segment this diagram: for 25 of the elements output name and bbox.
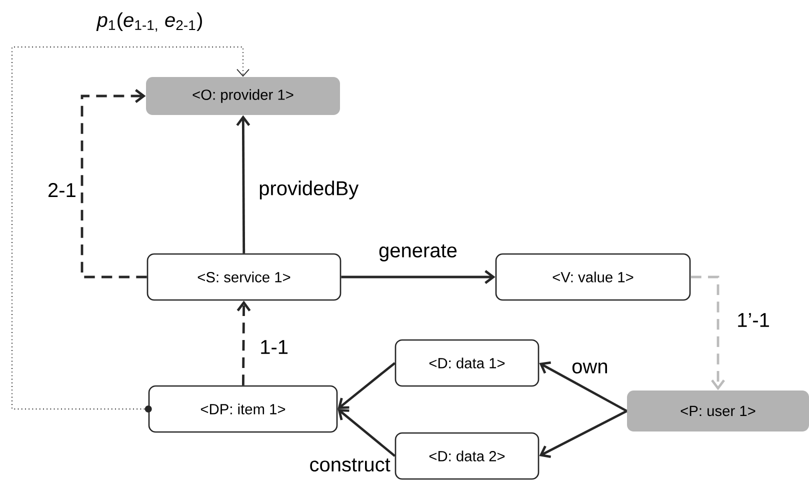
arrow — [539, 410, 628, 458]
entity-box: <V: value 1> — [495, 253, 691, 301]
highlighted-box: <P: user 1> — [627, 390, 809, 432]
edge-label: generate — [379, 244, 457, 262]
arrow — [236, 300, 251, 386]
arrow — [12, 46, 250, 412]
arrow — [338, 362, 396, 409]
arrow — [236, 115, 250, 254]
highlighted-box: <O: provider 1> — [146, 77, 340, 115]
arrow — [80, 89, 147, 278]
edge-label: own — [572, 362, 607, 374]
edge-label: providedBy — [260, 180, 359, 200]
edge-label: 1’-1 — [738, 313, 769, 327]
arrow — [690, 276, 725, 390]
edge-label: 2-1 — [48, 183, 76, 197]
entity-box: <S: service 1> — [146, 253, 342, 301]
arrow — [341, 270, 496, 284]
edge-label: construct — [310, 458, 390, 472]
entity-box: <D: data 2> — [394, 432, 540, 480]
edge-label: p$_{1}$(e$_{1-1,}$ e$_{2-1}$) — [96, 12, 202, 32]
arrow — [338, 409, 396, 457]
entity-box: <D: data 1> — [394, 339, 540, 387]
edge-label: 1-1 — [261, 340, 288, 354]
arrow — [539, 361, 628, 412]
entity-box: <DP: item 1> — [148, 385, 338, 433]
